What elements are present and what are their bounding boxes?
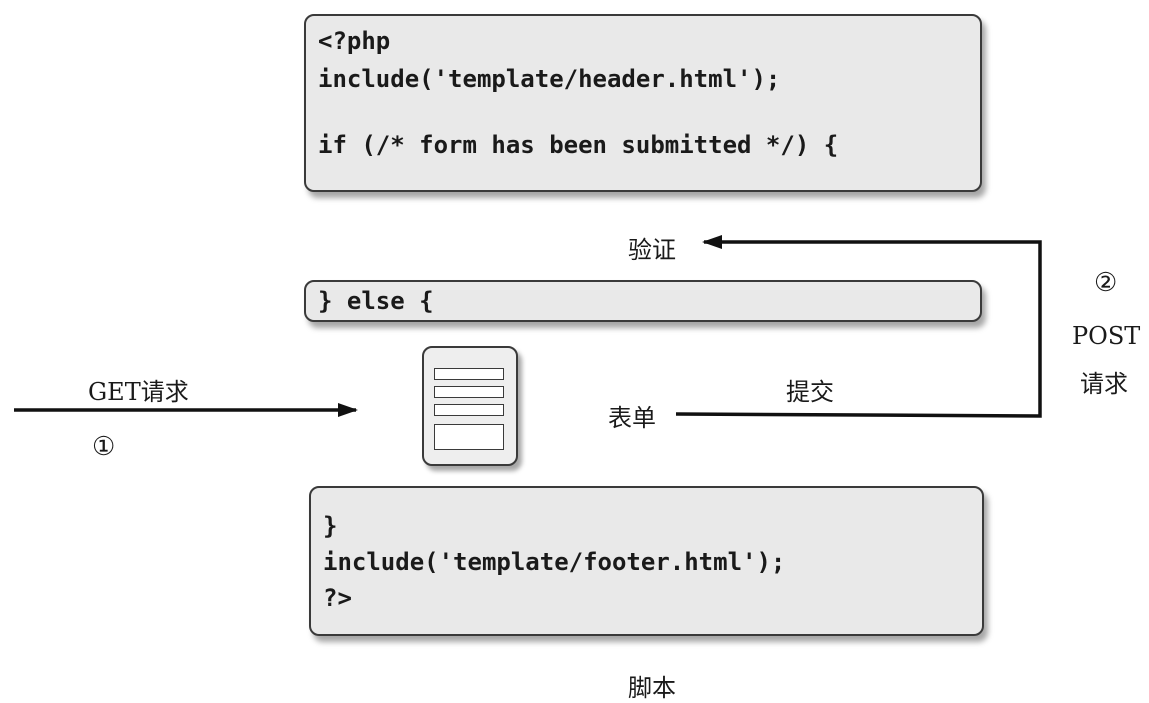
step-1-marker: ① xyxy=(92,432,116,462)
code-line: } xyxy=(323,512,338,540)
code-line: } else { xyxy=(318,287,434,315)
code-line: <?php xyxy=(318,27,391,55)
get-request-label: GET请求 xyxy=(88,378,189,406)
submit-label: 提交 xyxy=(786,378,834,406)
code-block-footer: } include('template/footer.html'); ?> xyxy=(309,486,984,636)
code-line: include('template/header.html'); xyxy=(318,65,781,93)
code-block-else: } else { xyxy=(304,280,982,322)
verify-label: 验证 xyxy=(628,236,676,264)
form-field-shape xyxy=(434,404,504,416)
step-2-marker: ② xyxy=(1094,268,1118,298)
post-submit-arrow xyxy=(675,235,1042,418)
script-caption: 脚本 xyxy=(628,674,676,702)
form-field-shape xyxy=(434,368,504,380)
form-field-shape xyxy=(434,386,504,398)
code-block-header: <?php include('template/header.html'); i… xyxy=(304,14,982,192)
code-line: ?> xyxy=(323,584,352,612)
post-request-label: 请求 xyxy=(1080,370,1128,398)
code-line: if (/* form has been submitted */) { xyxy=(318,131,839,159)
post-label: POST xyxy=(1072,322,1141,350)
form-textarea-shape xyxy=(434,424,504,450)
form-label: 表单 xyxy=(608,404,656,432)
code-line: include('template/footer.html'); xyxy=(323,548,786,576)
form-document-icon xyxy=(422,346,518,466)
